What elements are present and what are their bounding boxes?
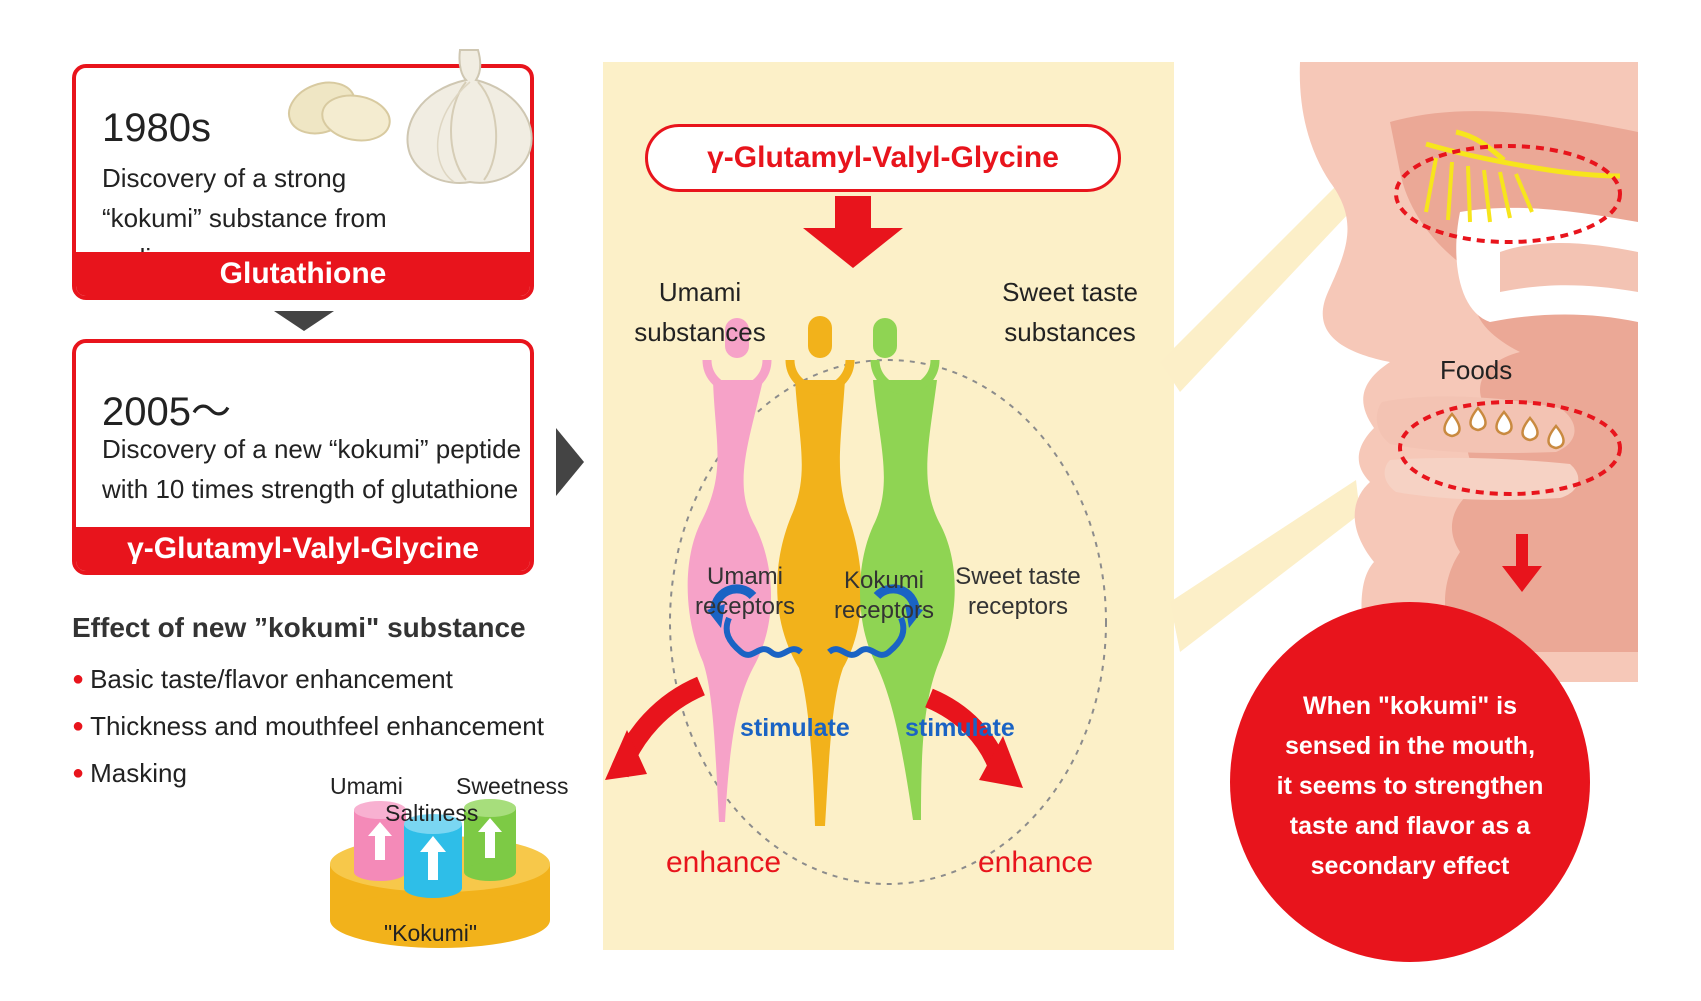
umami-receptors-label: Umami receptors [694, 563, 796, 620]
sweet-receptors-label: Sweet taste receptors [955, 563, 1081, 620]
effect-item: ●Thickness and mouthfeel enhancement [72, 711, 544, 741]
card-year: 2005〜 [102, 390, 231, 434]
umami-label: Umami [330, 773, 403, 799]
card-description-line: Discovery of a new “kokumi” peptide [102, 434, 522, 464]
card-year: 1980s [102, 106, 211, 150]
timeline-arrow-icon [274, 311, 334, 331]
card-description-line: with 10 times strength of glutathione [102, 474, 519, 504]
bullet-icon: ● [72, 715, 85, 737]
conclusion-circle [1230, 602, 1590, 962]
stimulate-label-left: stimulate [740, 714, 850, 742]
sweet-substances-label: Sweet taste substances [1002, 277, 1138, 347]
nasal-highlight [1394, 144, 1622, 244]
to-conclusion-arrow-icon [1502, 534, 1542, 592]
sweetness-label: Sweetness [456, 773, 569, 799]
card-description: Discovery of a new “kokumi” peptide with… [102, 429, 522, 509]
bullet-icon: ● [72, 668, 85, 690]
gvg-substance-shape [808, 316, 832, 358]
down-arrow-icon [803, 196, 903, 268]
dashed-circle [669, 359, 1107, 885]
kokumi-receptors-label: Kokumi receptors [833, 567, 935, 624]
food-drops [1443, 406, 1565, 450]
enhance-label-left: enhance [666, 846, 782, 879]
taste-stack-illustration [330, 799, 550, 948]
glutathione-band: Glutathione [76, 252, 530, 296]
compound-pill: γ-Glutamyl-Valyl-Glycine [645, 124, 1121, 192]
foods-label: Foods [1440, 355, 1513, 385]
mouth-highlight [1398, 400, 1622, 496]
enhance-label-right: enhance [978, 846, 1094, 879]
history-card-2005: 2005〜 Discovery of a new “kokumi” peptid… [72, 339, 534, 575]
umami-substances-label: Umami substances [634, 277, 766, 347]
umami-receptor-cell [687, 380, 772, 822]
sweet-substance-shape [873, 318, 897, 358]
stimulate-arrow-left [723, 616, 803, 658]
garlic-illustration [288, 49, 533, 184]
receptor-diagram [605, 196, 1107, 885]
to-mechanism-arrow-icon [556, 428, 584, 496]
card-description-line: Discovery of a strong [102, 163, 347, 193]
effect-item: ●Basic taste/flavor enhancement [72, 664, 453, 694]
stimulate-label-right: stimulate [905, 714, 1015, 742]
effects-title: Effect of new ”kokumi" substance [72, 612, 526, 643]
bullet-icon: ● [72, 762, 85, 784]
kokumi-receptor-cell [777, 380, 862, 826]
effects-list: ●Basic taste/flavor enhancement ●Thickne… [72, 660, 544, 801]
kokumi-base-label: "Kokumi" [384, 920, 478, 946]
gvg-band: γ-Glutamyl-Valyl-Glycine [76, 527, 530, 571]
saltiness-label: Saltiness [385, 800, 479, 826]
conclusion-text: When "kokumi" is sensed in the mouth, it… [1276, 692, 1544, 880]
umami-substance-shape [725, 318, 749, 358]
stimulate-arrow-right [827, 616, 907, 658]
effect-item: ●Masking [72, 758, 187, 788]
face-cross-section [1160, 62, 1638, 682]
